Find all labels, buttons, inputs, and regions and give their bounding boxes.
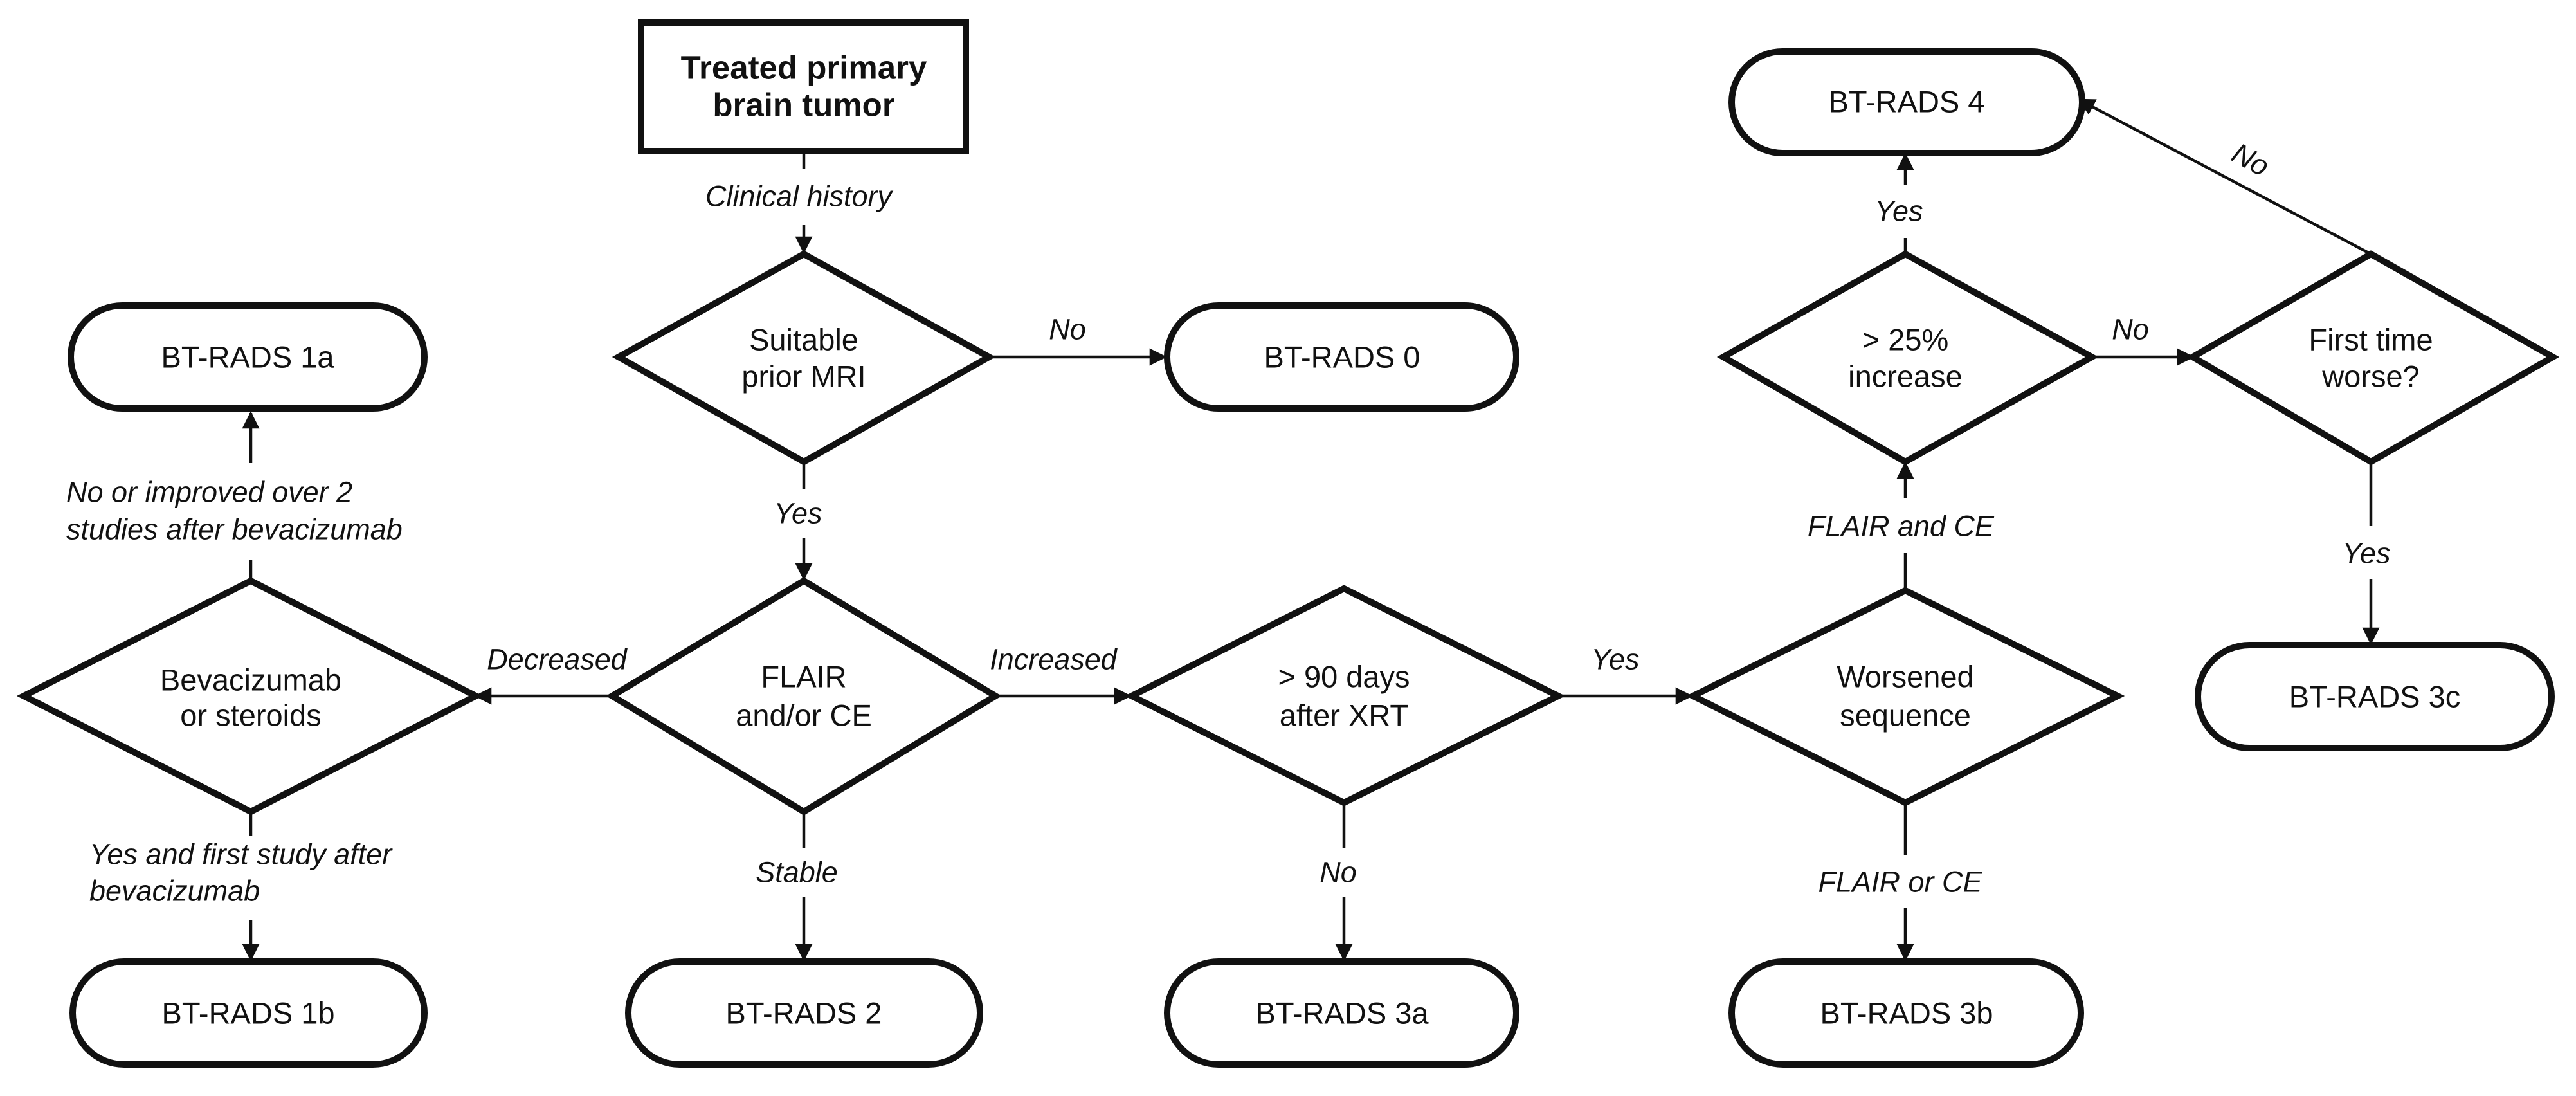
start-node: Treated primary brain tumor <box>638 19 969 154</box>
terminal-btrads-0: BT-RADS 0 <box>1164 302 1519 412</box>
decision-first-time: First time worse? <box>2186 250 2560 466</box>
decision-bevacizumab-line1: Bevacizumab <box>160 663 341 697</box>
label-stable: Stable <box>756 856 838 889</box>
terminal-btrads-1a-label: BT-RADS 1a <box>161 340 334 374</box>
terminal-btrads-3c-label: BT-RADS 3c <box>2289 680 2460 714</box>
start-node-line2: brain tumor <box>712 87 894 123</box>
label-increased: Increased <box>990 643 1118 676</box>
label-bev-first-line2: bevacizumab <box>89 875 260 908</box>
terminal-btrads-3b: BT-RADS 3b <box>1728 958 2084 1068</box>
terminal-btrads-0-label: BT-RADS 0 <box>1264 340 1420 374</box>
decision-worsened-line2: sequence <box>1840 699 1971 733</box>
decision-days-xrt: > 90 days after XRT <box>1124 585 1566 807</box>
decision-increase25-line2: increase <box>1848 360 1963 394</box>
decision-flair-ce: FLAIR and/or CE <box>606 577 1002 816</box>
label-increase-yes: Yes <box>1874 195 1923 228</box>
edge-labels: Clinical history No Yes Decreased Increa… <box>66 136 2391 908</box>
label-decreased: Decreased <box>487 643 628 676</box>
label-first-yes: Yes <box>2342 537 2390 570</box>
terminal-btrads-3b-label: BT-RADS 3b <box>1820 996 1993 1030</box>
decision-days-xrt-line1: > 90 days <box>1278 660 1410 694</box>
terminal-btrads-1b: BT-RADS 1b <box>69 958 428 1068</box>
label-increase-no: No <box>2112 313 2149 346</box>
label-bev-first-line1: Yes and first study after <box>89 838 393 871</box>
terminal-btrads-1a: BT-RADS 1a <box>68 302 428 412</box>
decision-bevacizumab: Bevacizumab or steroids <box>16 577 483 816</box>
terminal-btrads-2: BT-RADS 2 <box>625 958 983 1068</box>
terminal-btrads-2-label: BT-RADS 2 <box>726 996 882 1030</box>
edges <box>242 98 2380 962</box>
decision-increase25: > 25% increase <box>1716 250 2099 466</box>
decision-days-xrt-line2: after XRT <box>1280 699 1408 733</box>
label-flair-or-ce: FLAIR or CE <box>1818 866 1982 899</box>
decision-worsened-line1: Worsened <box>1837 660 1973 694</box>
terminal-btrads-4: BT-RADS 4 <box>1728 48 2085 156</box>
terminal-btrads-3a-label: BT-RADS 3a <box>1255 996 1429 1030</box>
decision-suitable-mri-line1: Suitable <box>749 323 858 357</box>
label-clinical-history: Clinical history <box>705 180 894 213</box>
label-flair-and-ce: FLAIR and CE <box>1808 510 1995 543</box>
decision-suitable-mri: Suitable prior MRI <box>612 250 996 466</box>
label-suitable-no: No <box>1049 313 1086 346</box>
label-xrt-yes: Yes <box>1591 643 1639 676</box>
terminal-btrads-4-label: BT-RADS 4 <box>1829 85 1985 119</box>
decision-increase25-line1: > 25% <box>1862 323 1949 357</box>
decision-flair-ce-line1: FLAIR <box>761 660 846 694</box>
decision-worsened: Worsened sequence <box>1685 587 2125 807</box>
decision-first-time-line1: First time <box>2308 323 2433 357</box>
label-bev-improved-line1: No or improved over 2 <box>66 476 352 509</box>
terminal-btrads-3a: BT-RADS 3a <box>1164 958 1519 1068</box>
label-xrt-no: No <box>1320 856 1357 889</box>
terminal-btrads-3c: BT-RADS 3c <box>2195 642 2555 751</box>
edge-first-to-btrads4 <box>2077 98 2372 255</box>
start-node-line1: Treated primary <box>681 50 927 86</box>
terminal-btrads-1b-label: BT-RADS 1b <box>161 996 334 1030</box>
decision-suitable-mri-line2: prior MRI <box>741 360 866 394</box>
decision-flair-ce-line2: and/or CE <box>736 699 872 733</box>
label-bev-improved-line2: studies after bevacizumab <box>66 513 403 546</box>
decision-first-time-line2: worse? <box>2321 360 2420 394</box>
label-suitable-yes: Yes <box>774 497 822 530</box>
decision-bevacizumab-line2: or steroids <box>180 699 321 733</box>
label-first-no: No <box>2227 136 2275 183</box>
